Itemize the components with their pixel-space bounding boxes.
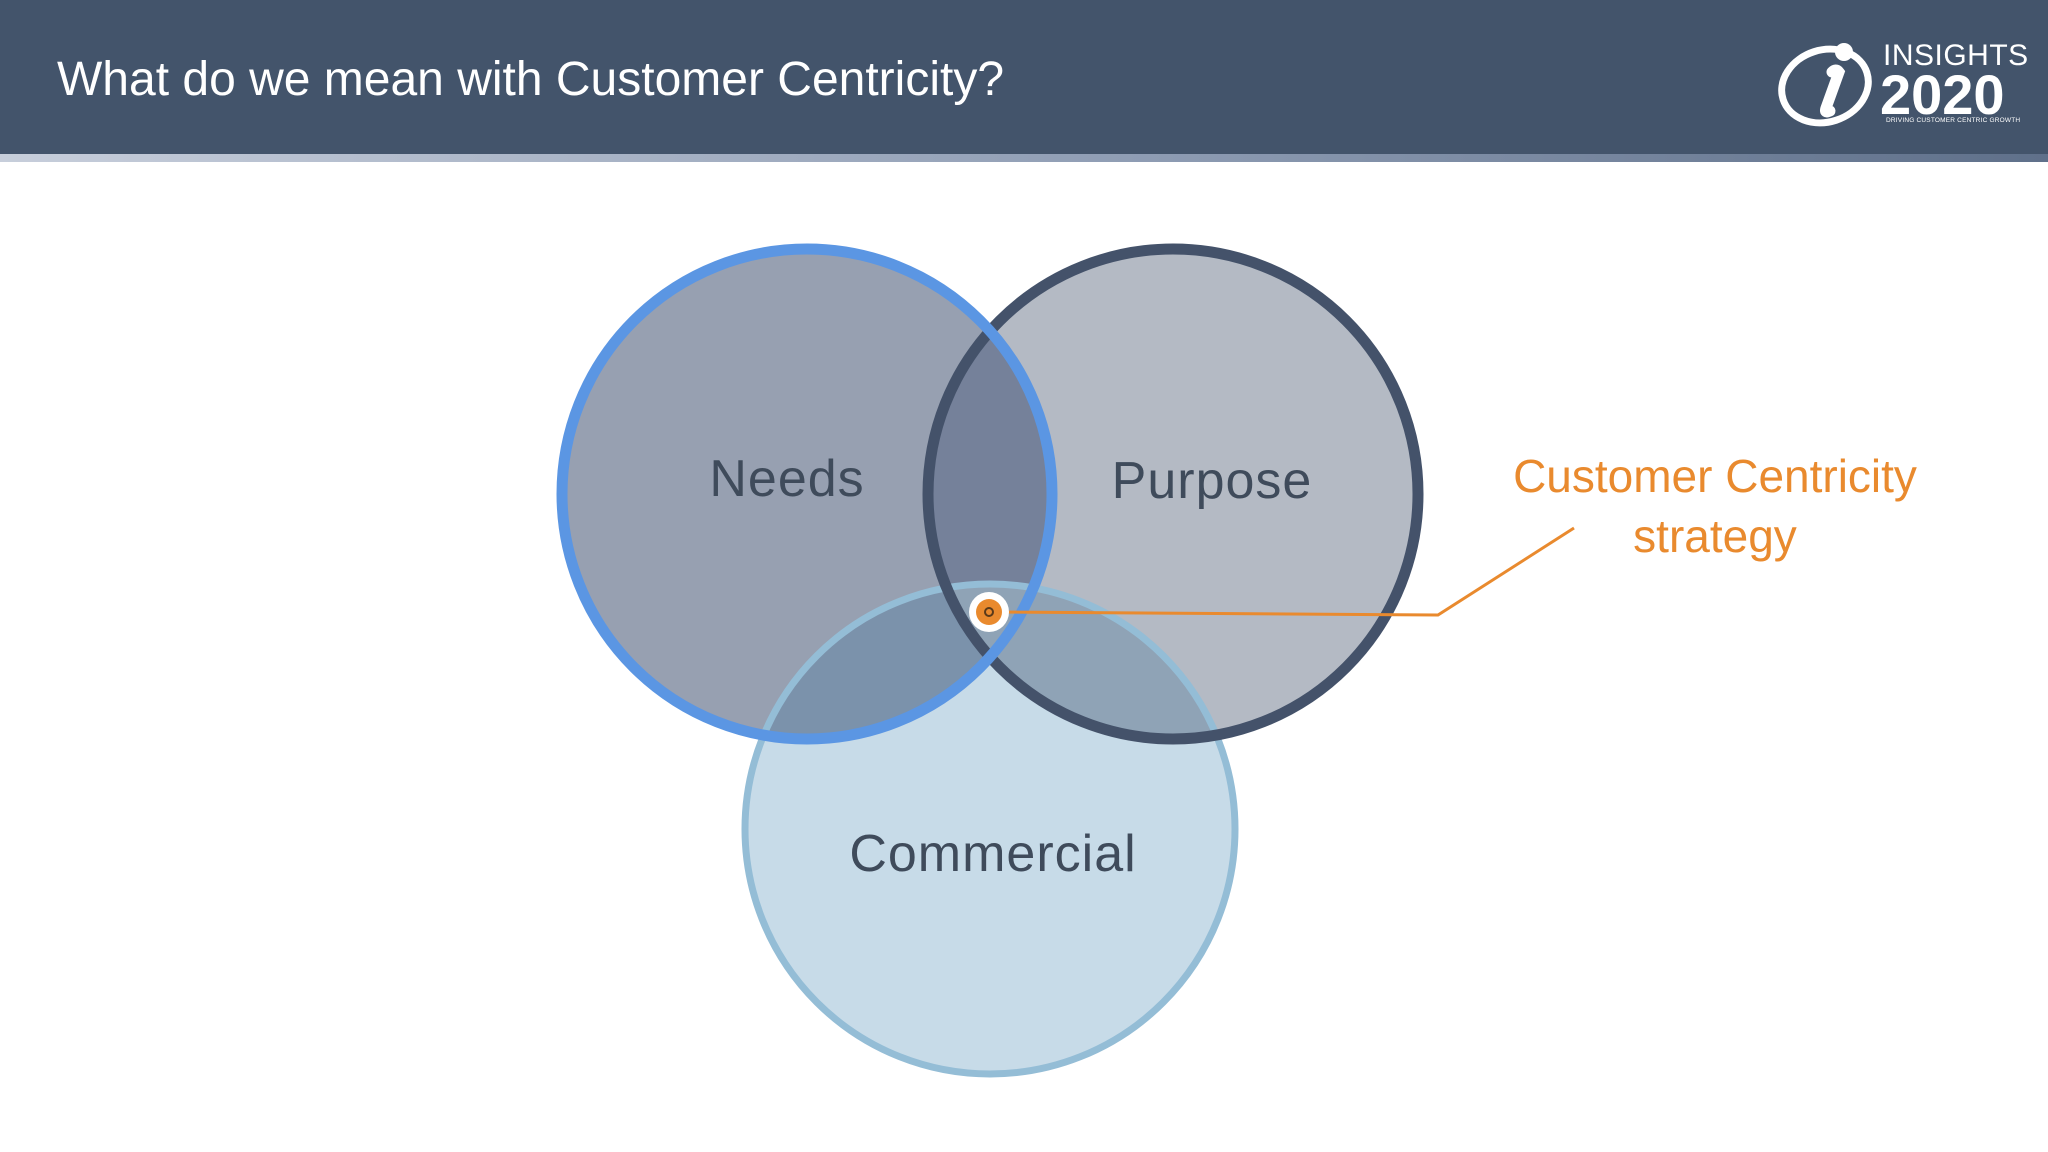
- commercial-label: Commercial: [849, 825, 1136, 883]
- header-bar: [0, 0, 2048, 154]
- insights-2020-logo: INSIGHTS 2020 DRIVING CUSTOMER CENTRIC G…: [1776, 38, 2029, 130]
- purpose-commercial-overlap: [928, 584, 1235, 739]
- insights-i-icon: [1778, 43, 1872, 127]
- purpose-circle-outline: [922, 243, 1424, 745]
- callout-line-1: Customer Centricity: [1513, 450, 1917, 502]
- needs-commercial-overlap: [745, 584, 1052, 739]
- slide-title: What do we mean with Customer Centricity…: [57, 53, 1005, 106]
- logo-year: 2020: [1880, 63, 2005, 126]
- callout-line-2: strategy: [1633, 510, 1797, 562]
- purpose-label: Purpose: [1112, 452, 1313, 510]
- logo-tagline: DRIVING CUSTOMER CENTRIC GROWTH: [1886, 117, 2021, 124]
- logo-wordmark: INSIGHTS: [1883, 39, 2029, 72]
- callout-leader-line: [988, 526, 1575, 617]
- header-divider: [0, 154, 2048, 162]
- commercial-circle-outline: [741, 580, 1239, 1078]
- callout-label: Customer Centricity strategy: [1440, 446, 1990, 566]
- target-dot-icon: [969, 592, 1009, 632]
- needs-circle-outline: [556, 243, 1058, 745]
- needs-label: Needs: [709, 450, 864, 508]
